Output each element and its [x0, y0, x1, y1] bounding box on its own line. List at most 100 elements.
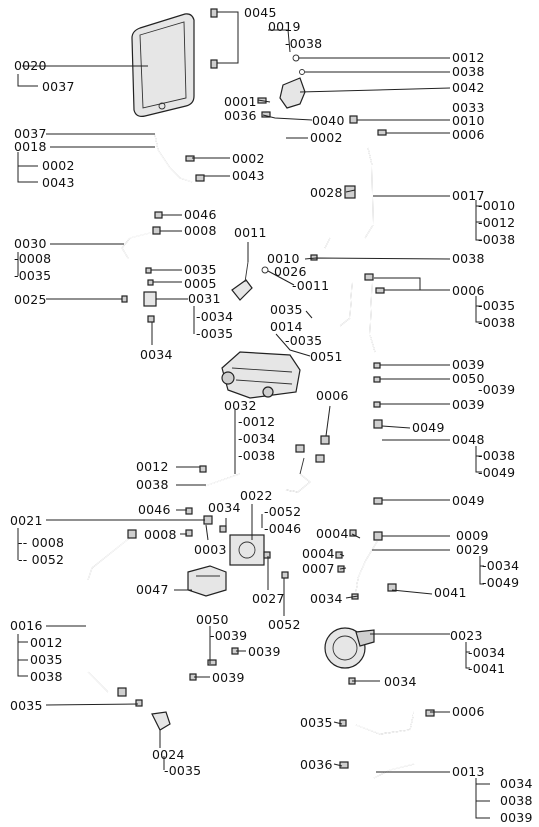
- valve-part-0031: [121, 267, 157, 323]
- callout-0039-sub: -0039: [478, 382, 516, 397]
- callout-0002-top: 0002: [310, 130, 343, 145]
- callout-0036-bottom: 0036: [300, 757, 333, 772]
- callout-0034-sub-b: -0034: [238, 431, 276, 446]
- callout-0003: 0003: [194, 542, 227, 557]
- callout-0010-mid: 0010: [267, 251, 300, 266]
- coil-part-0047: [187, 565, 227, 597]
- heat-exchanger-part-0051: [221, 351, 301, 399]
- callout-0038-mid: 0038: [452, 251, 485, 266]
- pump-part-0023: [324, 627, 375, 685]
- callout-0039-sub-b: -0039: [210, 628, 248, 643]
- callout-0006-bottom: 0006: [452, 704, 485, 719]
- callout-0008-sub: -0008: [14, 251, 52, 266]
- callout-0045: 0045: [244, 5, 277, 20]
- callout-0039: 0039: [452, 357, 485, 372]
- callout-0009: 0009: [456, 528, 489, 543]
- callout-0037-sub: 0037: [42, 79, 75, 94]
- callout-0011: 0011: [234, 225, 267, 240]
- callout-0042: 0042: [452, 80, 485, 95]
- callout-0035-sub-e: 0035: [30, 652, 63, 667]
- leader-lines: [17, 11, 490, 819]
- pipe-part-0017: [324, 147, 374, 249]
- callout-0052-sub: -0052: [264, 504, 302, 519]
- callout-0038-sub-b: -0038: [478, 232, 516, 247]
- callout-0004-b: 0004: [302, 546, 335, 561]
- callout-0046-low: 0046: [138, 502, 171, 517]
- callout-0051: 0051: [310, 349, 343, 364]
- callout-0006-top: 0006: [452, 127, 485, 142]
- callout-0033: 0033: [452, 100, 485, 115]
- callout-0041-sub: -0041: [468, 661, 506, 676]
- callout-0024: 0024: [152, 747, 185, 762]
- callout-0034-low: 0034: [310, 591, 343, 606]
- gas-valve-part-0022: [185, 507, 265, 566]
- callout-0011-sub: -0011: [292, 278, 330, 293]
- clip-parts-0045: [210, 8, 218, 69]
- callout-0028: 0028: [310, 185, 343, 200]
- callout-0029: 0029: [456, 542, 489, 557]
- callout-0043: 0043: [232, 168, 265, 183]
- callout-0031: 0031: [188, 291, 221, 306]
- callout-0049: 0049: [412, 420, 445, 435]
- callout-0027: 0027: [252, 591, 285, 606]
- callout-0002-sub: 0002: [42, 158, 75, 173]
- callout-0026: 0026: [274, 264, 307, 279]
- callout-0049-sub-b: -0049: [482, 575, 520, 590]
- callout-0049-low: 0049: [452, 493, 485, 508]
- callout-0019: 0019: [268, 19, 301, 34]
- callout-0038-sub-f: 0038: [30, 669, 63, 684]
- callout-0036: 0036: [224, 108, 257, 123]
- callout-0038: 0038: [452, 64, 485, 79]
- callout-0012-low: 0012: [136, 459, 169, 474]
- callout-0006-mid: 0006: [452, 283, 485, 298]
- callout-0035-low: 0035: [10, 698, 43, 713]
- callout-0020: 0020: [14, 58, 47, 73]
- callout-0030: 0030: [14, 236, 47, 251]
- callout-0046-sub: -0046: [264, 521, 302, 536]
- callout-0039-low: 0039: [452, 397, 485, 412]
- callout-0039-mid: 0039: [248, 644, 281, 659]
- callout-0005: 0005: [184, 276, 217, 291]
- callout-0034-mid: 0034: [208, 500, 241, 515]
- callout-0013: 0013: [452, 764, 485, 779]
- callout-0038-sub-d: -0038: [238, 448, 276, 463]
- callout-0046: 0046: [184, 207, 217, 222]
- callout-0041: 0041: [434, 585, 467, 600]
- callout-0050: 0050: [452, 371, 485, 386]
- callout-0038-sub-e: -0038: [478, 448, 516, 463]
- fitting-part-0024: [151, 711, 171, 731]
- callout-0034-sub: -0034: [196, 309, 234, 324]
- callout-0012: 0012: [452, 50, 485, 65]
- callout-0010: 0010: [452, 113, 485, 128]
- callout-0002-mid: 0002: [232, 151, 265, 166]
- callout-0040: 0040: [312, 113, 345, 128]
- callout-0038-sub-g: 0038: [500, 793, 533, 808]
- callout-0035-bottom: 0035: [300, 715, 333, 730]
- callout-0004: 0004: [316, 526, 349, 541]
- pipe-part-0013: [339, 709, 435, 779]
- callout-0012-sub-b: -0012: [238, 414, 276, 429]
- callout-0039-sub-c: 0039: [500, 810, 533, 825]
- callout-0016: 0016: [10, 618, 43, 633]
- callout-0034-sub-e: 0034: [500, 776, 533, 791]
- pipe-part-0016: [87, 529, 143, 707]
- fitting-parts-0027: [189, 551, 289, 681]
- pipe-part-0014: [300, 273, 385, 353]
- callout-0052: 0052: [268, 617, 301, 632]
- callout-0050-low: 0050: [196, 612, 229, 627]
- callout-0047: 0047: [136, 582, 169, 597]
- callout-0006-low: 0006: [316, 388, 349, 403]
- pipe-part-0048: [373, 362, 383, 505]
- callout-0035-sub-b: -0035: [196, 326, 234, 341]
- callout-0018: 0018: [14, 139, 47, 154]
- callout-0025: 0025: [14, 292, 47, 307]
- callout-0012-sub-c: 0012: [30, 635, 63, 650]
- callout-0035-sub-f: -0035: [164, 763, 202, 778]
- callout-0043-sub: 0043: [42, 175, 75, 190]
- callout-0035: 0035: [184, 262, 217, 277]
- callout-0014: 0014: [270, 319, 303, 334]
- callout-0034-sub-d: -0034: [468, 645, 506, 660]
- callout-0034-pump: 0034: [384, 674, 417, 689]
